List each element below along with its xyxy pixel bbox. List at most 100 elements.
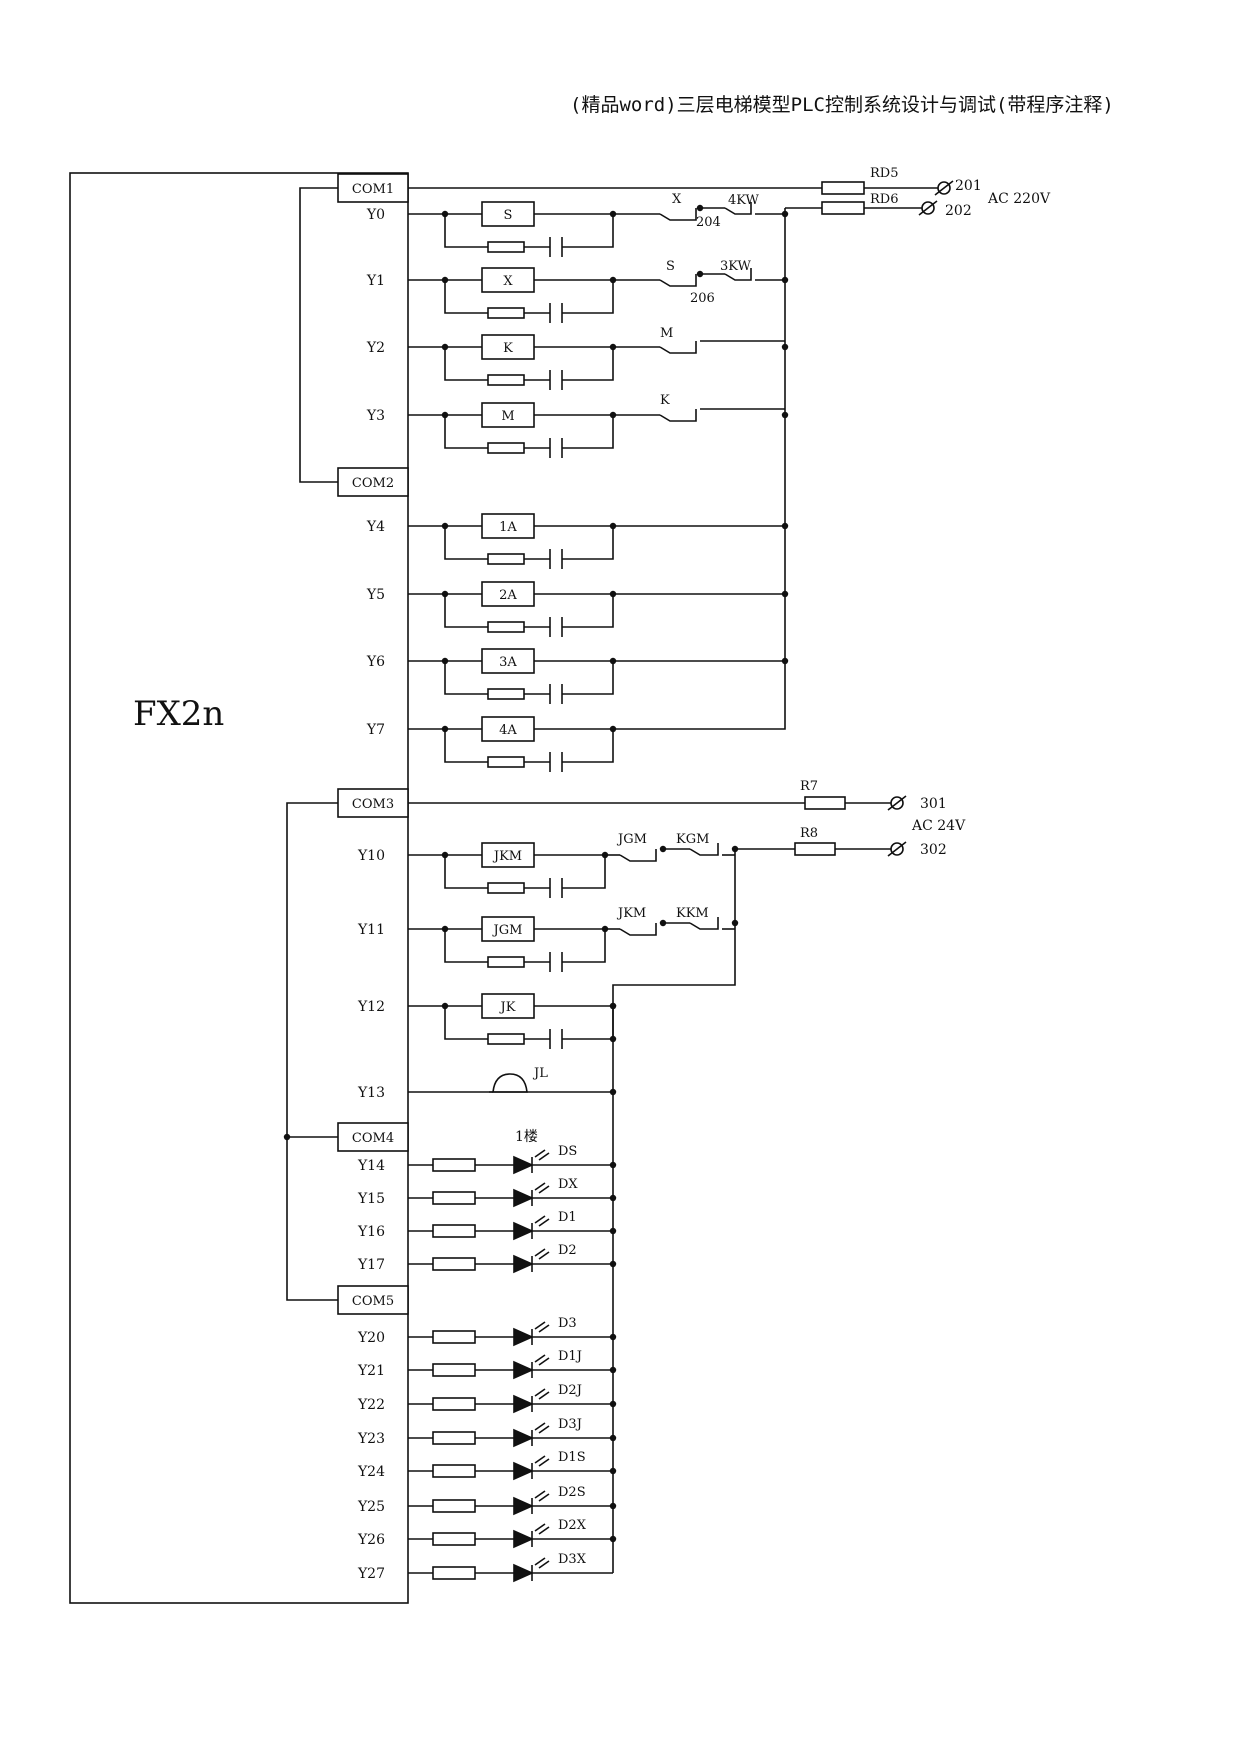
buzzer-jl (492, 1073, 528, 1093)
junction-dot (781, 590, 789, 598)
output-y12-label: Y12 (357, 999, 385, 1015)
snubber-wire (562, 280, 614, 314)
led-resistor (432, 1158, 476, 1172)
snubber-wire (444, 594, 488, 628)
contact-3kw (724, 268, 752, 281)
led-d2x-label: D2X (558, 1518, 587, 1533)
coil-label: X (503, 274, 513, 289)
contact-k-label: K (660, 393, 670, 408)
led-resistor (432, 1224, 476, 1238)
coil-label: 2A (499, 588, 517, 603)
terminal-204-label: 204 (696, 215, 721, 230)
led-dx (513, 1188, 534, 1208)
led-d2 (513, 1254, 534, 1274)
junction-dot (781, 657, 789, 665)
snubber-wire (562, 929, 606, 963)
snubber-wire (444, 347, 488, 381)
snubber-wire (562, 526, 614, 560)
coil-label: K (503, 341, 513, 356)
coil-label: M (501, 409, 514, 424)
led-ds (513, 1155, 534, 1175)
fuse-rd6 (821, 201, 865, 215)
terminal-202 (918, 200, 938, 216)
snubber-wire (444, 526, 488, 560)
output-y10-label: Y10 (357, 848, 385, 864)
contact-x-label: X (672, 192, 682, 207)
led-resistor (432, 1566, 476, 1580)
coil-m (481, 402, 535, 428)
coil-label: JKM (492, 849, 522, 864)
led-resistor (432, 1191, 476, 1205)
contact-m-label: M (660, 326, 673, 341)
junction-dot (609, 1002, 617, 1010)
contact-jkm-label: JKM (616, 906, 646, 921)
coil-label: 1A (499, 520, 517, 535)
led-d1-label: D1 (558, 1210, 577, 1225)
led-d1j (513, 1360, 534, 1380)
com3-terminal-label: COM3 (352, 797, 394, 812)
terminal-206-label: 206 (690, 291, 715, 306)
fuse-r8-label: R8 (800, 826, 818, 841)
junction-dot (609, 1035, 617, 1043)
contact-jkm (619, 923, 657, 936)
led-d3-label: D3 (558, 1316, 577, 1331)
snubber-wire (444, 729, 488, 763)
fuse-rd5 (821, 181, 865, 195)
contact-m (659, 341, 697, 354)
com1-terminal-label: COM1 (352, 182, 394, 197)
led-d1j-label: D1J (558, 1349, 582, 1364)
led-resistor (432, 1499, 476, 1513)
coil-jgm (481, 916, 535, 942)
snubber-resistor (487, 1033, 525, 1045)
led-dx-label: DX (558, 1177, 578, 1192)
coil-4a (481, 716, 535, 742)
led-d2j-label: D2J (558, 1383, 582, 1398)
snubber-wire (444, 661, 488, 695)
snubber-resistor (487, 553, 525, 565)
led-d2s (513, 1496, 534, 1516)
plc-body (69, 172, 409, 1604)
snubber-wire (444, 1006, 488, 1040)
contact-4kw-label: 4KW (728, 193, 760, 208)
contact-s (659, 274, 697, 287)
contact-jgm-label: JGM (616, 832, 647, 847)
output-y13-label: Y13 (357, 1085, 385, 1101)
output-y5-label: Y5 (366, 587, 385, 603)
led-d3x-label: D3X (558, 1552, 587, 1567)
led-resistor (432, 1431, 476, 1445)
led-resistor (432, 1397, 476, 1411)
led-d3x (513, 1563, 534, 1583)
terminal-201-label: 201 (955, 178, 982, 194)
contact-4kw (724, 202, 752, 215)
snubber-wire (562, 661, 614, 695)
led-d2-label: D2 (558, 1243, 577, 1258)
led-d3 (513, 1327, 534, 1347)
snubber-wire (562, 415, 614, 449)
junction-dot (781, 522, 789, 530)
led-d3j-label: D3J (558, 1417, 582, 1432)
contact-k (659, 409, 697, 422)
fuse-rd5-label: RD5 (870, 166, 898, 181)
output-y16-label: Y16 (357, 1224, 385, 1240)
output-y24-label: Y24 (357, 1464, 385, 1480)
contact-3kw-label: 3KW (720, 259, 752, 274)
ac24-bus (612, 849, 736, 1573)
contact-kgm (689, 843, 719, 856)
coil-label: 4A (499, 723, 517, 738)
led-resistor (432, 1532, 476, 1546)
junction-dot (696, 270, 704, 278)
snubber-wire (444, 415, 488, 449)
com2-terminal (337, 467, 409, 497)
terminal-302 (887, 841, 907, 857)
com1-com2-link (299, 187, 338, 483)
fuse-r8 (794, 842, 836, 856)
terminal-302-label: 302 (920, 842, 947, 858)
output-y2-label: Y2 (366, 340, 385, 356)
supply-ac24-label: AC 24V (911, 818, 966, 834)
document-header: (精品word)三层电梯模型PLC控制系统设计与调试(带程序注释) (570, 94, 1114, 116)
snubber-resistor (487, 241, 525, 253)
contact-kkm (689, 917, 719, 930)
com5-terminal-label: COM5 (352, 1294, 394, 1309)
coil-1a (481, 513, 535, 539)
